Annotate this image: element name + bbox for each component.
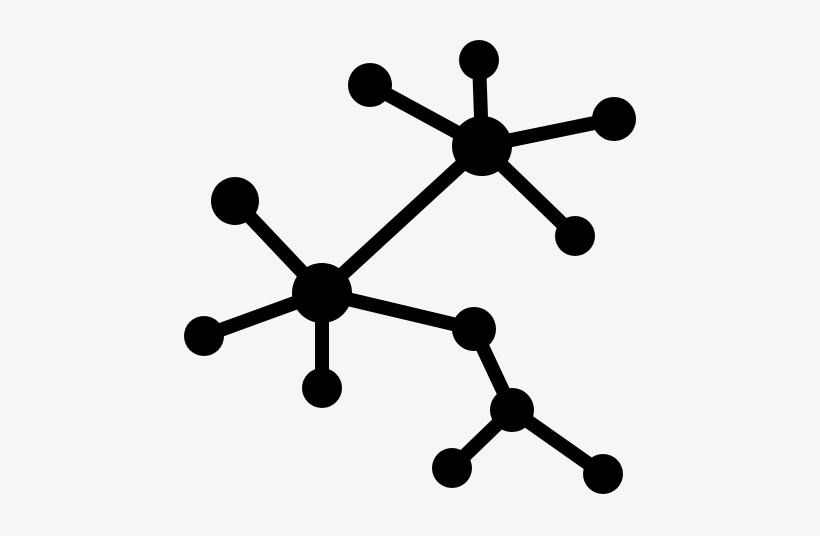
- atom-node: [348, 63, 392, 107]
- bond-line: [315, 139, 489, 300]
- atom-node: [452, 307, 496, 351]
- atom-node: [592, 97, 636, 141]
- atom-node: [583, 454, 623, 494]
- atom-node: [432, 448, 472, 488]
- atoms: [184, 40, 636, 494]
- atom-node: [555, 216, 595, 256]
- atom-node: [490, 388, 534, 432]
- atom-node: [184, 316, 224, 356]
- atom-node: [459, 40, 499, 80]
- atom-node: [302, 368, 342, 408]
- atom-node: [211, 177, 259, 225]
- atom-node: [452, 116, 512, 176]
- atom-node: [292, 263, 352, 323]
